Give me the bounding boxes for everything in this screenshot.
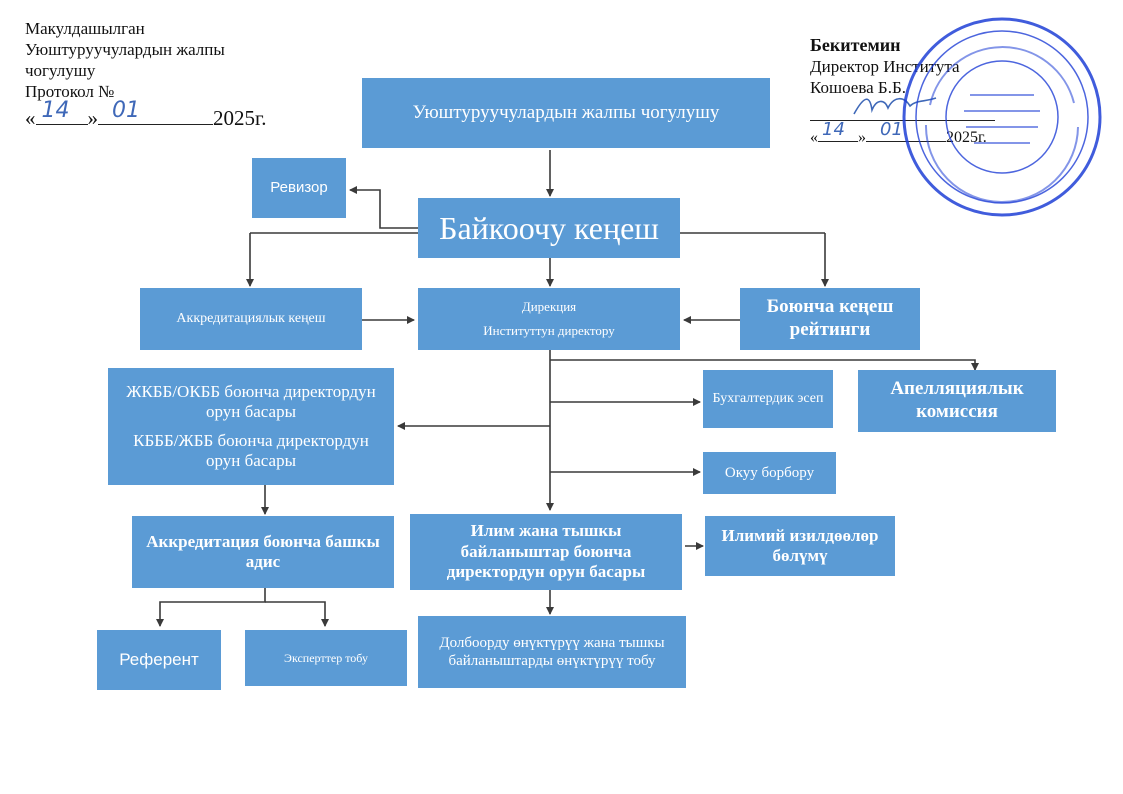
signature-mark (853, 97, 937, 115)
box-deputy-jkbb: ЖКББ/ОКББ боюнча директордун орун басары… (108, 368, 394, 485)
handwritten-day: 14 (41, 98, 70, 123)
header-left-line2: Уюштуруучулардын жалпы (25, 40, 225, 59)
handwritten-month: 01 (112, 98, 140, 123)
header-left-line3: чогулушу (25, 61, 96, 80)
header-left-date: «14 » 01 2025г. (25, 100, 267, 130)
box-projects-group: Долбоорду өнүктүрүү жана тышкы байланышт… (418, 616, 686, 688)
box-accreditation-specialist: Аккредитация боюнча башкы адис (132, 516, 394, 588)
box-referent: Референт (97, 630, 221, 690)
approval-title: Бекитемин (810, 35, 901, 55)
handwritten-month-right: 01 (880, 119, 903, 140)
specialist-branch-experts (265, 601, 329, 627)
box-supervisory-board: Байкоочу кеңеш (418, 198, 680, 258)
date-year: 2025г. (213, 106, 267, 130)
date-close-quote: » (87, 106, 99, 130)
box-general-meeting: Уюштуруучулардын жалпы чогулушу (362, 78, 770, 148)
header-left-line4: Протокол № (25, 82, 115, 101)
box-training-center: Окуу борбору (703, 452, 836, 494)
signature-line (810, 97, 995, 121)
arrow-board-to-revisor (349, 186, 418, 229)
handwritten-day-right: 14 (822, 119, 845, 140)
box-directorate: Дирекция Институттун директору (418, 288, 680, 350)
box-accounting: Бухгалтердик эсеп (703, 370, 833, 428)
box-revisor: Ревизор (252, 158, 346, 218)
box-appeal-commission: Апелляциялык комиссия (858, 370, 1056, 432)
box-accreditation-council: Аккредитациялык кеңеш (140, 288, 362, 350)
header-left-block: Макулдашылган Уюштуруучулардын жалпы чог… (25, 18, 267, 129)
arrow-to-appeal (550, 359, 979, 371)
box-experts-group: Эксперттер тобу (245, 630, 407, 686)
date-open-quote: « (25, 106, 36, 130)
header-left-line1: Макулдашылган (25, 19, 145, 38)
box-science-deputy: Илим жана тышкы байланыштар боюнча дирек… (410, 514, 682, 590)
specialist-branch (156, 588, 266, 627)
box-research-department: Илимий изилдөөлөр бөлүмү (705, 516, 895, 576)
director-name: Кошоева Б.Б. (810, 78, 906, 97)
box-rating-council: Боюнча кеңеш рейтинги (740, 288, 920, 350)
official-seal-stamp (902, 17, 1102, 217)
